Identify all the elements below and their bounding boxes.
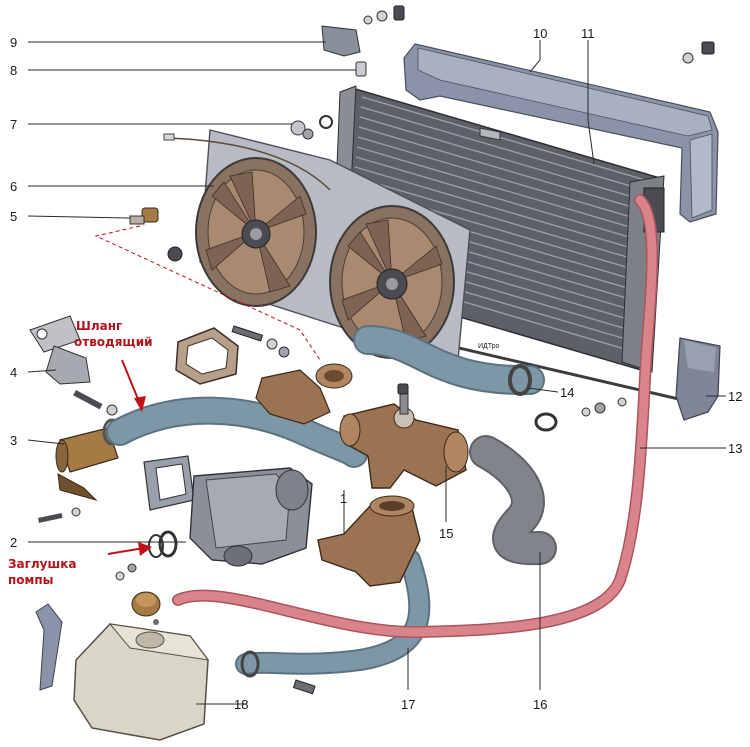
- callout-9: 9: [10, 35, 17, 50]
- part-17-tank-hose: [237, 551, 429, 673]
- annotation-arrow-pump-plug: [107, 542, 152, 556]
- annotation-arrow-outlet-hose: [121, 359, 146, 412]
- hose-clamp-14: [508, 364, 532, 396]
- part-5-fan-switch-sensor: [129, 207, 183, 262]
- callout-4: 4: [10, 365, 17, 380]
- callout-11: 11: [581, 26, 595, 41]
- thermostat-cover: [255, 363, 353, 425]
- part-9-fixing-plate: [321, 5, 405, 57]
- annotation-pump-plug-line2: помпы: [8, 573, 54, 587]
- part-2-coolant-pump: [143, 455, 313, 567]
- tank-bracket: [35, 603, 63, 691]
- annotation-pump-plug-line1: Заглушка: [8, 557, 77, 571]
- sensor-connection-dashed-line: [94, 225, 321, 361]
- stud-bolts-center: [231, 325, 290, 358]
- callout-5: 5: [10, 209, 17, 224]
- part-15-thermostat: [339, 389, 469, 489]
- gasket-thermostat: [175, 327, 239, 385]
- bolts-left: [37, 507, 137, 581]
- callout-13: 13: [728, 441, 742, 456]
- part-3-heater-pipe: [55, 418, 122, 501]
- callout-1: 1: [340, 491, 347, 506]
- part-13-steam-hose: [173, 195, 657, 637]
- pump-plug: [131, 591, 161, 617]
- annotation-outlet-hose-line2: отводящий: [74, 335, 153, 349]
- part-7-cushion: [290, 115, 333, 140]
- callout-16: 16: [533, 697, 547, 712]
- callout-12: 12: [728, 389, 742, 404]
- part-6-fan-shroud: [163, 129, 471, 361]
- annotation-outlet-hose-line1: Шланг: [76, 319, 122, 333]
- part-4-outlet-pipe: [29, 315, 118, 416]
- bolt-center: [397, 383, 409, 395]
- callout-17: 17: [401, 697, 415, 712]
- callout-6: 6: [10, 179, 17, 194]
- callout-15: 15: [439, 526, 453, 541]
- radiator-marking: ИДТро: [478, 343, 500, 350]
- bolt-set-top-right: [682, 41, 715, 64]
- callout-10: 10: [533, 26, 547, 41]
- part-8-sleeve: [355, 61, 367, 77]
- hose-outlet: [108, 398, 366, 466]
- callout-14: 14: [560, 385, 574, 400]
- part-1-pump-inlet-pipe: [317, 495, 421, 587]
- callout-18: 18: [234, 697, 248, 712]
- leader-lines: [27, 40, 726, 705]
- part-16-pump-hose: [471, 437, 555, 564]
- callout-2: 2: [10, 535, 17, 550]
- hose-clamp-17: [240, 650, 316, 695]
- callout-8: 8: [10, 63, 17, 78]
- part-18-expansion-tank: [73, 619, 210, 741]
- part-12-lower-bracket: [675, 337, 721, 421]
- callout-7: 7: [10, 117, 17, 132]
- clamp-loose: [534, 397, 627, 432]
- callout-3: 3: [10, 433, 17, 448]
- part-14-radiator-hose: [355, 327, 543, 394]
- part-10-radiator-bracket: [403, 43, 719, 223]
